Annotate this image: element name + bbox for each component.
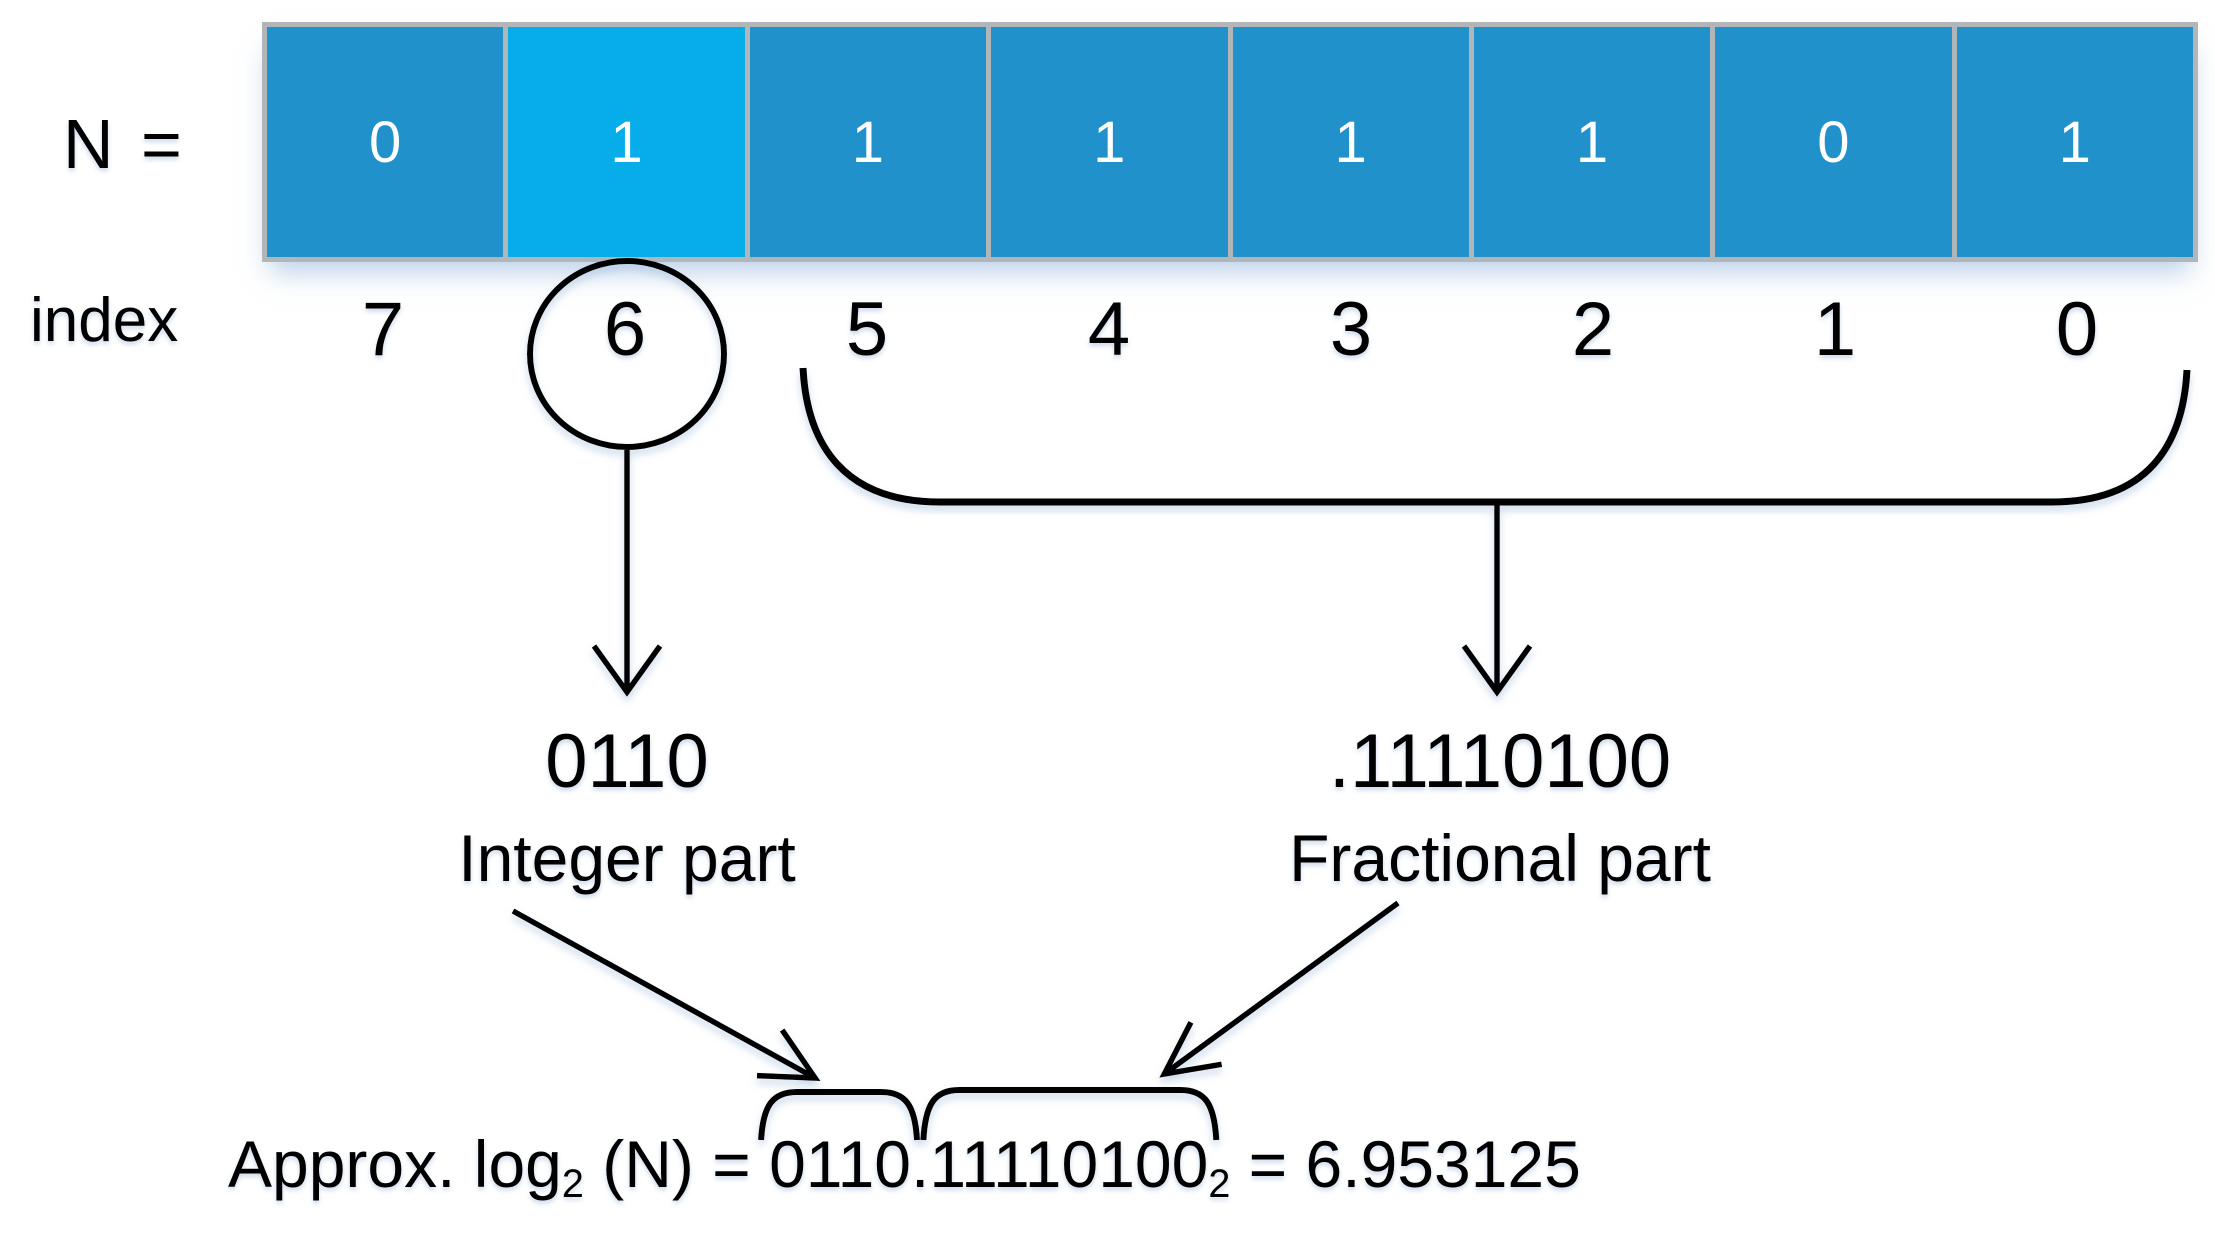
integer-part-caption: Integer part [458,821,796,895]
index-label: index [30,286,179,355]
index-digit-1: 1 [1813,287,1857,372]
integer-arrow [591,450,663,697]
bit-cell-3: 1 [1232,27,1469,257]
index-digit-0: 0 [2055,287,2099,372]
index-digit-7: 7 [361,287,405,372]
formula-fraction-bits: 11110100 [929,1127,1209,1201]
index-digit-2: 2 [1571,287,1615,372]
fraction-bracket [799,367,2191,506]
fractional-diagonal-arrow [1159,900,1400,1078]
fractional-arrow [1461,505,1533,697]
formula-middle: (N) = [583,1127,770,1201]
n-equals-label: N = [63,105,186,183]
formula-binary-point: . [911,1127,930,1201]
approx-log2-formula: Approx. log2 (N) = 0110.111101002 = 6.95… [228,1126,1581,1206]
fractional-part-caption: Fractional part [1289,821,1711,895]
bit-cell-0: 1 [1956,27,2193,257]
index-digit-3: 3 [1329,287,1373,372]
integer-part-bits: 0110 [545,719,709,804]
bit-cell-1: 0 [1715,27,1952,257]
bit-register-row: 0 1 1 1 1 1 0 1 [262,22,2198,262]
formula-log-base-subscript: 2 [561,1161,584,1206]
index-digit-4: 4 [1087,287,1131,372]
index-digit-5: 5 [845,287,889,372]
bit-cell-6-highlighted: 1 [508,27,745,257]
bit-cell-7: 0 [267,27,504,257]
formula-result: = 6.953125 [1230,1127,1581,1201]
bit-cell-5: 1 [749,27,987,257]
fractional-part-bits: .11110100 [1328,719,1672,804]
index-row: 7 6 5 4 3 2 1 0 [262,286,2198,373]
bit-cell-2: 1 [1473,27,1711,257]
formula-integer-bits: 0110 [769,1127,912,1201]
formula-result-base-subscript: 2 [1208,1161,1231,1206]
integer-diagonal-arrow [511,908,821,1081]
formula-prefix: Approx. log [228,1127,562,1201]
bit-cell-4: 1 [991,27,1228,257]
index-digit-6-circled: 6 [603,287,647,372]
